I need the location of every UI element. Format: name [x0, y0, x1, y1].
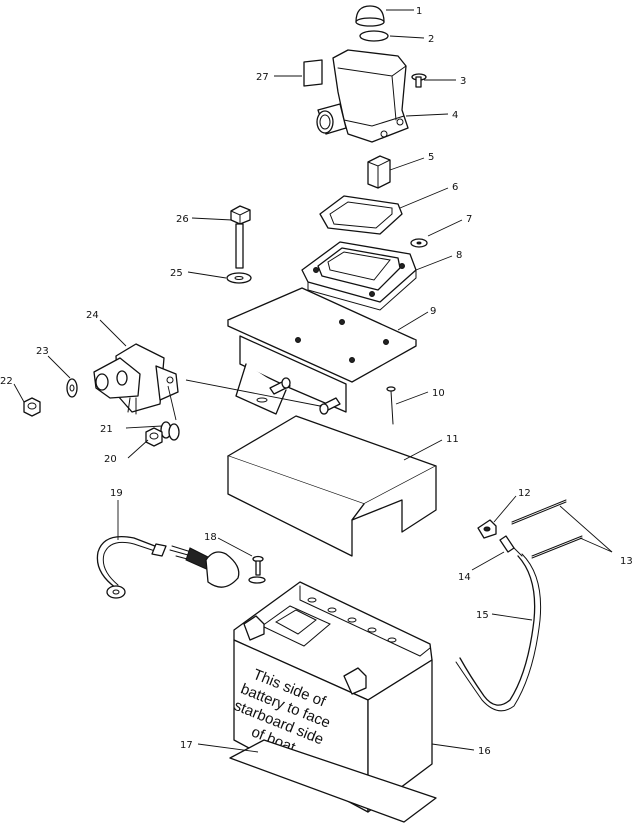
callout-6: 6: [452, 182, 458, 193]
callout-22: 22: [0, 376, 13, 387]
callout-26: 26: [176, 214, 189, 225]
callout-25: 25: [170, 268, 183, 279]
callout-27: 27: [256, 72, 269, 83]
part-nut-22: [23, 397, 41, 417]
leader-lines: [13, 9, 613, 753]
part-cable-ties-13: [511, 499, 583, 559]
part-screw: [411, 73, 427, 88]
callout-11: 11: [446, 434, 459, 445]
part-flat-washer: [226, 272, 252, 284]
callout-7: 7: [466, 214, 472, 225]
part-label-decal: [303, 59, 323, 87]
callout-15: 15: [476, 610, 489, 621]
part-cap: [355, 5, 385, 27]
callout-4: 4: [452, 110, 458, 121]
callout-24: 24: [86, 310, 99, 321]
part-o-ring: [359, 30, 389, 42]
callout-19: 19: [110, 488, 123, 499]
part-adapter-plate: [301, 241, 417, 311]
callout-9: 9: [430, 306, 436, 317]
part-connector-14: [499, 535, 523, 557]
part-washer-23: [66, 378, 78, 398]
part-long-bolt: [230, 205, 251, 269]
part-mounting-bracket: [227, 287, 417, 415]
callout-1: 1: [416, 6, 422, 17]
callout-21: 21: [100, 424, 113, 435]
part-terminal-bolt: [248, 555, 266, 584]
callout-23: 23: [36, 346, 49, 357]
part-vent-hose: [455, 553, 542, 712]
callout-14: 14: [458, 572, 471, 583]
part-gasket: [319, 195, 403, 235]
callout-18: 18: [204, 532, 217, 543]
part-small-washer: [410, 238, 428, 248]
part-solenoid: [93, 343, 179, 415]
callout-numbers: 1 2 3 4 5 6 7 8 9 10 11 12 13 14 15 16 1…: [0, 6, 633, 757]
part-filter-block: [367, 155, 391, 189]
callout-13: 13: [620, 556, 633, 567]
part-battery-pad: [229, 739, 437, 823]
callout-8: 8: [456, 250, 462, 261]
callout-17: 17: [180, 740, 193, 751]
callout-20: 20: [104, 454, 117, 465]
part-housing-cover: [316, 49, 409, 143]
part-fitting-12: [477, 519, 497, 539]
callout-2: 2: [428, 34, 434, 45]
callout-10: 10: [432, 388, 445, 399]
part-lock-washers-21: [160, 421, 180, 441]
callout-5: 5: [428, 152, 434, 163]
callout-3: 3: [460, 76, 466, 87]
part-battery-cable: [96, 535, 240, 599]
part-nut-20: [145, 427, 163, 447]
callout-16: 16: [478, 746, 491, 757]
callout-12: 12: [518, 488, 531, 499]
part-pin: [386, 386, 396, 425]
part-battery-cover: [227, 415, 437, 557]
